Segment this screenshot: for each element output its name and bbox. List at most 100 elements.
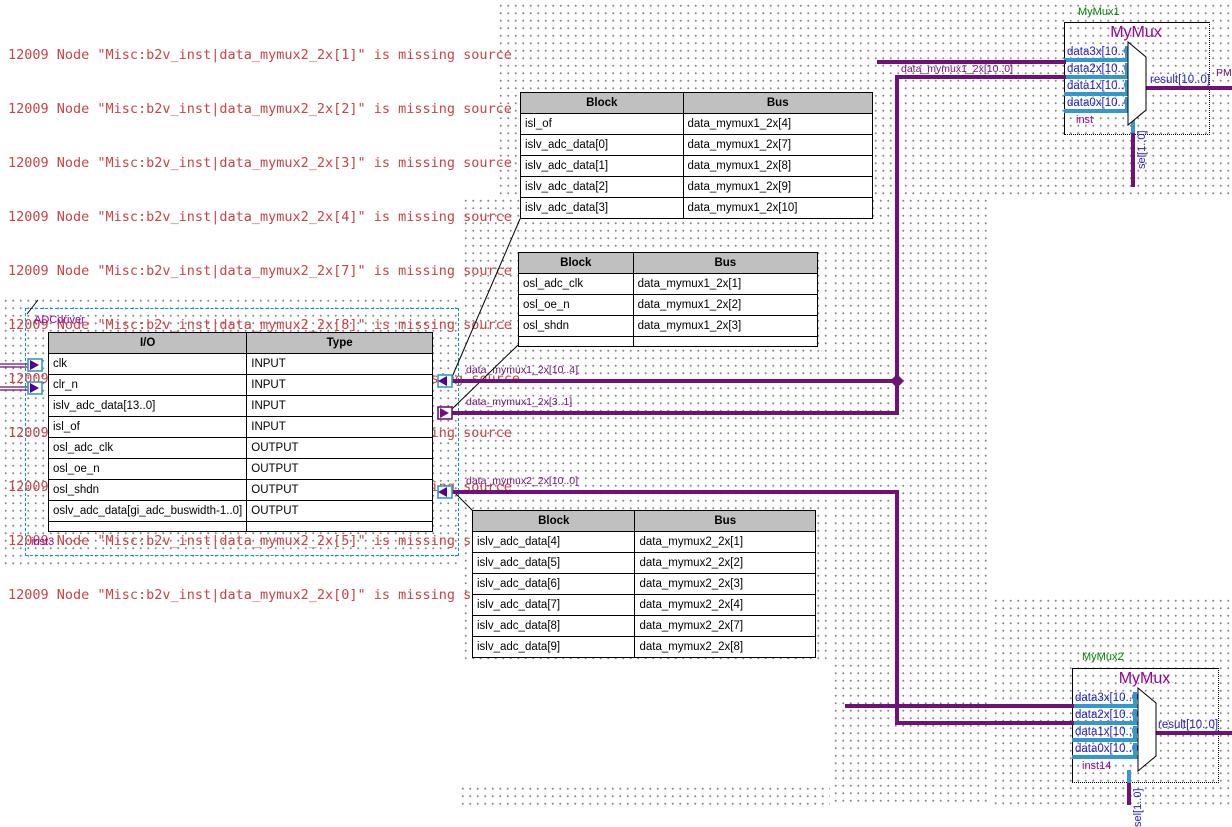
error-line: 12009 Node "Misc:b2v_inst|data_mymux2_2x… bbox=[8, 209, 512, 225]
mux1-port-riser-data3x bbox=[1125, 46, 1129, 58]
mux2-port-data2x: data2x[10..0] bbox=[1075, 709, 1142, 721]
error-line: 12009 Node "Misc:b2v_inst|data_mymux2_2x… bbox=[8, 263, 512, 279]
cell: OUTPUT bbox=[246, 437, 433, 459]
cell: osl_shdn bbox=[47, 479, 248, 501]
error-line: 12009 Node "Misc:b2v_inst|data_mymux2_2x… bbox=[8, 101, 512, 117]
mux2-port-stub-data3x[interactable] bbox=[1072, 704, 1138, 708]
bus-label-data-mymux1-2x-3-1[interactable]: data_mymux1_2x[3..1] bbox=[466, 396, 573, 408]
mux2-port-data0x: data0x[10..0] bbox=[1075, 743, 1142, 755]
cell: data_mymux2_2x[1] bbox=[634, 531, 816, 553]
table-row: islv_adc_data[9]data_mymux2_2x[8] bbox=[471, 636, 816, 658]
adcdriver-type-label[interactable]: ADCdriver bbox=[34, 314, 85, 326]
column-header: Type bbox=[246, 332, 433, 354]
cell: isl_of bbox=[47, 416, 248, 438]
table-row: islv_adc_data[4]data_mymux2_2x[1] bbox=[471, 531, 816, 553]
cell: islv_adc_data[7] bbox=[471, 594, 636, 616]
cell: INPUT bbox=[246, 416, 433, 438]
cell: islv_adc_data[3] bbox=[520, 197, 684, 219]
cell: data_mymux1_2x[4] bbox=[682, 113, 873, 135]
mux1-title: MyMux bbox=[1110, 24, 1162, 41]
mux2-port-riser-data3x bbox=[1133, 692, 1137, 704]
mux2-port-stub-data1x[interactable] bbox=[1072, 738, 1138, 742]
column-header: Block bbox=[471, 510, 636, 532]
empty-row bbox=[518, 336, 819, 347]
mux2-port-data3x: data3x[10..0] bbox=[1075, 692, 1142, 704]
mapping-table-mymux2[interactable]: Block Bus islv_adc_data[4]data_mymux2_2x… bbox=[471, 510, 816, 658]
table-row: islv_adc_data[2]data_mymux1_2x[9] bbox=[520, 176, 873, 198]
column-header: Bus bbox=[632, 252, 819, 274]
error-line: 12009 Node "Misc:b2v_inst|data_mymux2_2x… bbox=[8, 587, 512, 603]
cell: osl_oe_n bbox=[518, 294, 634, 316]
mux2-port-riser-data1x bbox=[1133, 726, 1137, 738]
bus-label-data-mymux1-2x-10-4[interactable]: data_mymux1_2x[10..4] bbox=[466, 364, 579, 376]
cell: osl_adc_clk bbox=[47, 437, 248, 459]
cell: osl_adc_clk bbox=[518, 273, 634, 295]
cell: osl_oe_n bbox=[47, 458, 248, 480]
column-header: I/O bbox=[47, 332, 248, 354]
grid-dots-bottom-strip bbox=[457, 783, 830, 805]
table-row: islv_adc_data[8]data_mymux2_2x[7] bbox=[471, 615, 816, 637]
cell: islv_adc_data[5] bbox=[471, 552, 636, 574]
cell: data_mymux1_2x[1] bbox=[632, 273, 819, 295]
mux1-port-stub-data2x[interactable] bbox=[1064, 75, 1130, 79]
mux1-port-stub-data3x[interactable] bbox=[1064, 58, 1130, 62]
mux1-instance-label[interactable]: inst bbox=[1076, 114, 1094, 126]
cell: islv_adc_data[1] bbox=[520, 155, 684, 177]
column-header: Bus bbox=[634, 510, 816, 532]
mux2-instance-label[interactable]: inst14 bbox=[1082, 760, 1112, 772]
table-row: islv_adc_data[1]data_mymux1_2x[8] bbox=[520, 155, 873, 177]
cell: INPUT bbox=[246, 353, 433, 375]
mux1-ref-label[interactable]: MyMux1 bbox=[1078, 6, 1120, 18]
bus-label-data-mymux1-2x-10-0[interactable]: data_mymux1_2x[10..0] bbox=[901, 63, 1014, 75]
empty-row bbox=[47, 521, 433, 532]
mux2-ref-label[interactable]: MyMux2 bbox=[1082, 651, 1124, 663]
mux2-port-riser-data2x bbox=[1133, 709, 1137, 721]
cell: data_mymux1_2x[7] bbox=[682, 134, 873, 156]
mux1-port-data2x: data2x[10..0] bbox=[1067, 63, 1134, 75]
cell: islv_adc_data[8] bbox=[471, 615, 636, 637]
mux2-port-riser-data0x bbox=[1133, 743, 1137, 755]
bus-label-pm-clipped[interactable]: PM bbox=[1216, 67, 1232, 79]
mux2-port-stub-data2x[interactable] bbox=[1072, 721, 1138, 725]
cell: data_mymux2_2x[2] bbox=[634, 552, 816, 574]
bus-label-data-mymux2-2x-10-0[interactable]: data_mymux2_2x[10..0] bbox=[466, 475, 579, 487]
cell: oslv_adc_data[gi_adc_buswidth-1..0] bbox=[47, 500, 248, 522]
mux2-result-label: result[10..0] bbox=[1158, 719, 1219, 731]
mux1-port-data3x: data3x[10..0] bbox=[1067, 46, 1134, 58]
mux2-port-stub-data0x[interactable] bbox=[1072, 755, 1138, 759]
mux1-result-label: result[10..0] bbox=[1150, 74, 1211, 86]
table-row: islv_adc_data[0]data_mymux1_2x[7] bbox=[520, 134, 873, 156]
cell: data_mymux1_2x[2] bbox=[632, 294, 819, 316]
mux1-port-riser-data2x bbox=[1125, 63, 1129, 75]
cell: clr_n bbox=[47, 374, 248, 396]
cell: islv_adc_data[13..0] bbox=[47, 395, 248, 417]
mux1-port-stub-data0x[interactable] bbox=[1064, 109, 1130, 113]
cell: data_mymux1_2x[3] bbox=[632, 315, 819, 337]
mux2-sel-label: sel[1..0] bbox=[1132, 788, 1144, 827]
mux1-port-stub-data1x[interactable] bbox=[1064, 92, 1130, 96]
mux1-port-data1x: data1x[10..0] bbox=[1067, 80, 1134, 92]
adcdriver-instance-label[interactable]: inst3 bbox=[31, 536, 55, 548]
table-row: islv_adc_data[3]data_mymux1_2x[10] bbox=[520, 197, 873, 219]
wire-junction-dot bbox=[890, 374, 904, 388]
io-row: islv_adc_data[13..0]INPUT bbox=[47, 395, 433, 417]
table-row: islv_adc_data[7]data_mymux2_2x[4] bbox=[471, 594, 816, 616]
mux2-symbol[interactable] bbox=[1072, 668, 1219, 783]
cell: data_mymux2_2x[7] bbox=[634, 615, 816, 637]
column-header: Block bbox=[520, 92, 684, 114]
table-row: islv_adc_data[6]data_mymux2_2x[3] bbox=[471, 573, 816, 595]
mux2-port-data1x: data1x[10..0] bbox=[1075, 726, 1142, 738]
